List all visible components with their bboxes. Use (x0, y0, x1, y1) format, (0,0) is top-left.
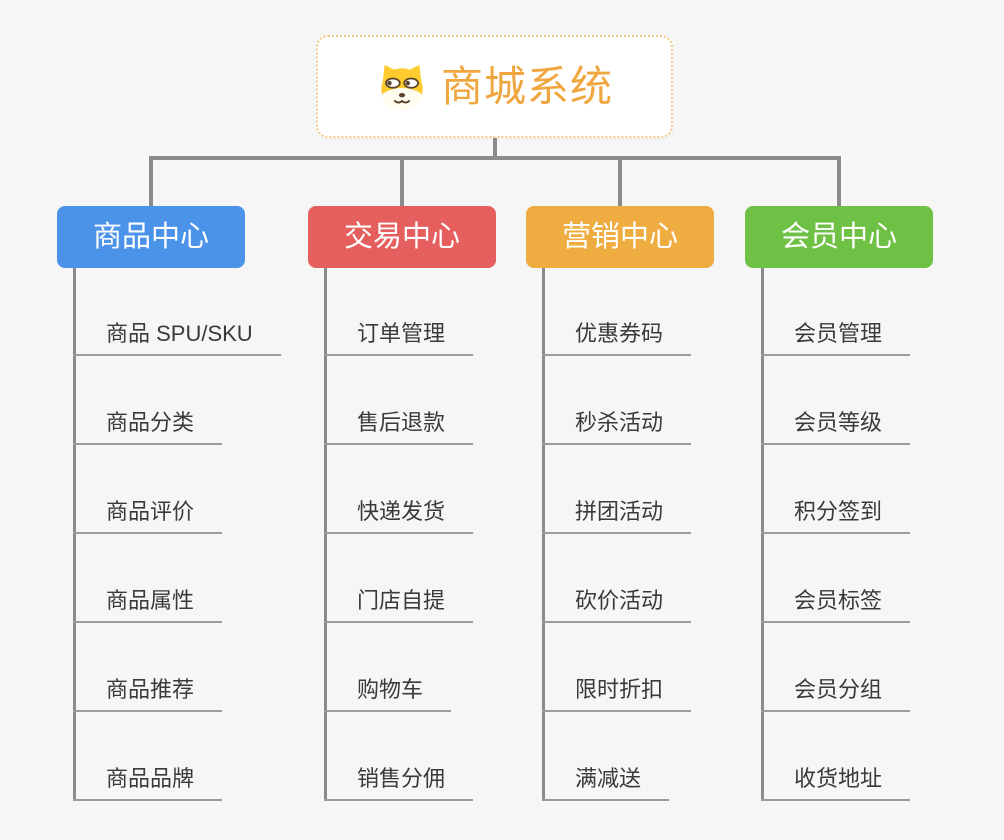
subtopic-member-center-5[interactable]: 会员分组 (761, 678, 911, 712)
subtopic-product-center-6[interactable]: 商品品牌 (73, 767, 223, 801)
connector-trunk-product-center (73, 268, 76, 801)
connector-drop-marketing-center (618, 156, 622, 206)
connector-drop-member-center (837, 156, 841, 206)
subtopic-product-center-3[interactable]: 商品评价 (73, 500, 223, 534)
subtopic-trade-center-4[interactable]: 门店自提 (324, 589, 474, 623)
root-title: 商城系统 (440, 62, 613, 110)
root-topic[interactable]: 商城系统 (316, 35, 673, 138)
connector-trunk-trade-center (324, 268, 327, 801)
connector-trunk-marketing-center (542, 268, 545, 801)
branch-member-center[interactable]: 会员中心 (745, 206, 933, 268)
subtopic-product-center-4[interactable]: 商品属性 (73, 589, 223, 623)
subtopic-marketing-center-3[interactable]: 拼团活动 (542, 500, 692, 534)
subtopic-member-center-1[interactable]: 会员管理 (761, 322, 911, 356)
branch-label-product-center: 商品中心 (92, 220, 209, 253)
subtopic-product-center-1[interactable]: 商品 SPU/SKU (73, 322, 281, 356)
connector-drop-product-center (149, 156, 153, 206)
connector-horizontal-rail (149, 156, 841, 160)
subtopic-product-center-2[interactable]: 商品分类 (73, 411, 223, 445)
subtopic-product-center-5[interactable]: 商品推荐 (73, 678, 223, 712)
subtopic-marketing-center-4[interactable]: 砍价活动 (542, 589, 692, 623)
shiba-dog-icon (376, 62, 428, 112)
subtopic-marketing-center-1[interactable]: 优惠券码 (542, 322, 692, 356)
subtopic-marketing-center-2[interactable]: 秒杀活动 (542, 411, 692, 445)
subtopic-trade-center-1[interactable]: 订单管理 (324, 322, 474, 356)
subtopic-marketing-center-6[interactable]: 满减送 (542, 767, 670, 801)
subtopic-member-center-4[interactable]: 会员标签 (761, 589, 911, 623)
branch-marketing-center[interactable]: 营销中心 (526, 206, 714, 268)
subtopic-trade-center-5[interactable]: 购物车 (324, 678, 452, 712)
subtopic-marketing-center-5[interactable]: 限时折扣 (542, 678, 692, 712)
branch-trade-center[interactable]: 交易中心 (308, 206, 496, 268)
subtopic-member-center-2[interactable]: 会员等级 (761, 411, 911, 445)
branch-label-trade-center: 交易中心 (343, 220, 460, 253)
connector-drop-trade-center (400, 156, 404, 206)
subtopic-member-center-6[interactable]: 收货地址 (761, 767, 911, 801)
connector-trunk-member-center (761, 268, 764, 801)
subtopic-trade-center-2[interactable]: 售后退款 (324, 411, 474, 445)
connector-root-stub (493, 138, 497, 160)
branch-label-marketing-center: 营销中心 (561, 220, 678, 253)
branch-product-center[interactable]: 商品中心 (57, 206, 245, 268)
branch-label-member-center: 会员中心 (780, 220, 897, 253)
subtopic-trade-center-3[interactable]: 快递发货 (324, 500, 474, 534)
subtopic-trade-center-6[interactable]: 销售分佣 (324, 767, 474, 801)
subtopic-member-center-3[interactable]: 积分签到 (761, 500, 911, 534)
